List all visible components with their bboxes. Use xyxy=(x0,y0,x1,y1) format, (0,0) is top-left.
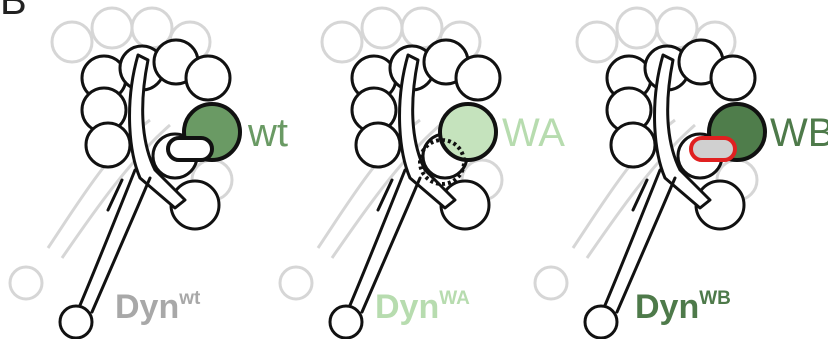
dyn-label: DynWB xyxy=(635,288,731,326)
dyn-label: Dynwt xyxy=(115,288,201,326)
dyn-base: Dyn xyxy=(375,288,439,326)
dyn-superscript: wt xyxy=(178,288,201,309)
ph-domain xyxy=(60,306,92,338)
dyn-base: Dyn xyxy=(115,288,179,326)
dyn-label: DynWA xyxy=(375,288,470,326)
panel-wa: WA DynWA xyxy=(280,8,565,338)
state-label: WB xyxy=(770,111,828,155)
dyn-superscript: WA xyxy=(439,288,470,309)
ph-domain xyxy=(585,306,617,338)
gtpase-domain xyxy=(440,104,496,160)
state-label: wt xyxy=(247,111,288,155)
dyn-base: Dyn xyxy=(635,288,699,326)
state-label: WA xyxy=(502,111,565,155)
ph-domain xyxy=(330,306,362,338)
dyn-superscript: WB xyxy=(699,288,731,309)
panel-label: B xyxy=(0,0,27,23)
pill-element xyxy=(168,138,212,160)
panel-wb: WB DynWB xyxy=(535,8,828,338)
panel-wt: wt Dynwt xyxy=(10,8,288,338)
pill-element xyxy=(691,138,735,160)
